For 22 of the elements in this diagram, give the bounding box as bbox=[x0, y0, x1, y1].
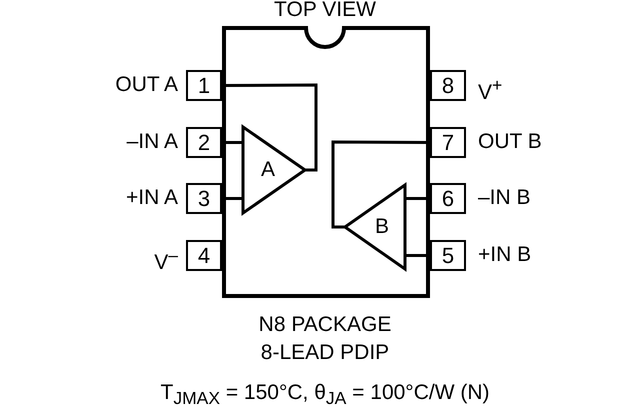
pin-number: 4 bbox=[186, 240, 222, 271]
amplifier-label: A bbox=[261, 159, 276, 181]
pin-number: 5 bbox=[430, 240, 466, 271]
package-label: 8-LEAD PDIP bbox=[260, 340, 390, 366]
pin-label: –IN A bbox=[126, 130, 178, 154]
package-label: N8 PACKAGE bbox=[258, 312, 392, 338]
thermal-note: T$_{JMAX}$ = 150°C, θ$_{JA}$ = 100°C/W (N) bbox=[159, 380, 491, 410]
pin-number: 1 bbox=[186, 70, 222, 101]
pin-label: +IN B bbox=[478, 242, 532, 266]
pin-label: –IN B bbox=[478, 186, 531, 210]
pin-number: 8 bbox=[430, 70, 466, 101]
pin-label: OUT A bbox=[115, 72, 178, 96]
view-title: TOP VIEW bbox=[273, 0, 377, 21]
amplifier-label: B bbox=[375, 216, 390, 238]
pin-label: OUT B bbox=[478, 130, 542, 154]
pin-number: 2 bbox=[186, 127, 222, 158]
pin-number: 3 bbox=[186, 183, 222, 214]
pin-number: 7 bbox=[430, 127, 466, 158]
pin-label: +IN A bbox=[126, 186, 178, 210]
pin-number: 6 bbox=[430, 183, 466, 214]
pin-label: V$^{–}$ bbox=[154, 244, 178, 274]
pin-label: V$^{+}$ bbox=[478, 74, 502, 104]
